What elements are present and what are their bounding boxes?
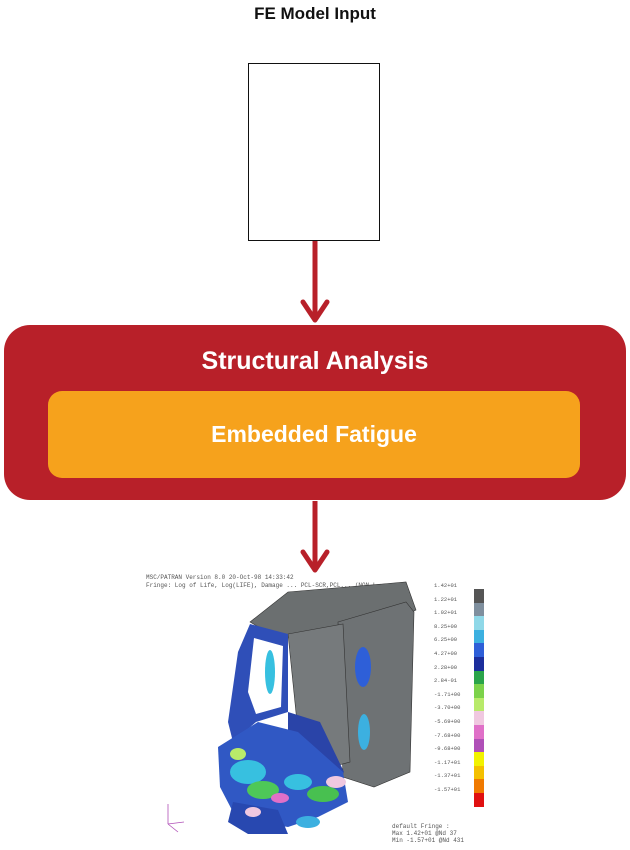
colorbar-swatch [474,684,484,698]
colorbar-swatch [474,589,484,603]
colorbar-swatch [474,656,484,671]
colorbar-swatch [474,602,484,617]
arrow-input-to-analysis [300,241,330,323]
result-footer-line1: default Fringe : [392,823,450,830]
colorbar-swatch [474,792,484,807]
colorbar-swatch [474,616,484,630]
colorbar-tick-label: -3.70+00 [434,704,461,712]
truck-cab-model [167,581,417,834]
colorbar-tick-label: -1.37+01 [434,772,461,780]
colorbar [474,589,484,807]
colorbar-swatch [474,779,484,793]
colorbar-swatch [474,724,484,739]
colorbar-tick-label: -1.17+01 [434,758,461,766]
result-footer-line2: Max 1.42+01 @Nd 37 [392,830,457,837]
embedded-fatigue-label: Embedded Fatigue [211,421,417,447]
colorbar-swatch [474,629,484,644]
colorbar-swatch [474,711,484,725]
colorbar-swatch [474,738,484,753]
colorbar-tick-label: 2.28+00 [434,663,458,671]
arrow-analysis-to-result [300,501,330,573]
colorbar-tick-label: 1.42+01 [434,582,458,589]
result-header-line1: MSC/PATRAN Version 8.0 20-Oct-98 14:33:4… [146,574,294,581]
colorbar-tick-label: -5.69+00 [434,718,461,725]
colorbar-tick-label: 2.84-01 [434,677,458,685]
fe-model-input-box [248,63,380,241]
structural-analysis-box: Structural Analysis Embedded Fatigue [4,325,626,500]
colorbar-tick-label: 1.02+01 [434,609,458,617]
colorbar-tick-label: 4.27+00 [434,650,458,657]
colorbar-swatch [474,670,484,685]
diagram-title: FE Model Input [254,4,376,23]
result-header-line2: Fringe: Log of Life, Log(LIFE), Damage .… [146,582,377,589]
colorbar-tick-label: 8.25+00 [434,622,458,630]
colorbar-tick-label: -1.57+01 [434,786,461,793]
colorbar-tick-label: -1.71+00 [434,690,461,698]
colorbar-tick-label: 6.25+00 [434,636,458,644]
embedded-fatigue-box: Embedded Fatigue [48,391,580,478]
colorbar-swatch [474,697,484,712]
colorbar-tick-label: 1.22+01 [434,595,458,603]
result-footer-line3: Min -1.57+01 @Nd 431 [392,837,465,844]
colorbar-swatch [474,752,484,766]
fatigue-result-image: MSC/PATRAN Version 8.0 20-Oct-98 14:33:4… [138,572,496,844]
colorbar-swatch [474,765,484,780]
structural-analysis-label: Structural Analysis [201,347,429,375]
colorbar-swatch [474,643,484,657]
colorbar-tick-label: -9.68+00 [434,745,461,753]
colorbar-tick-label: -7.68+00 [434,731,461,739]
